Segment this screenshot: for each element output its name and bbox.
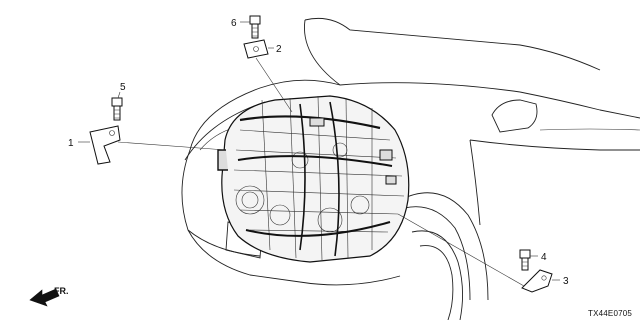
callout-2: 2 (276, 44, 282, 55)
engine-assembly (217, 95, 410, 263)
direction-label: FR. (54, 286, 69, 296)
car-body-outline (181, 17, 640, 320)
leader-lines (78, 21, 560, 287)
callout-4: 4 (541, 252, 547, 263)
bolt-part-6 (249, 15, 261, 39)
bolt-part-5 (111, 97, 123, 121)
bracket-part-1 (89, 125, 121, 165)
bolt-part-4 (519, 249, 531, 271)
front-direction-arrow-icon (29, 288, 60, 307)
diagram-code: TX44E0705 (588, 309, 632, 318)
callout-3: 3 (563, 276, 569, 287)
bracket-part-3 (521, 269, 553, 293)
callout-5: 5 (120, 82, 126, 93)
callout-6: 6 (231, 18, 237, 29)
bracket-part-2 (243, 39, 269, 59)
callout-1: 1 (68, 138, 74, 149)
